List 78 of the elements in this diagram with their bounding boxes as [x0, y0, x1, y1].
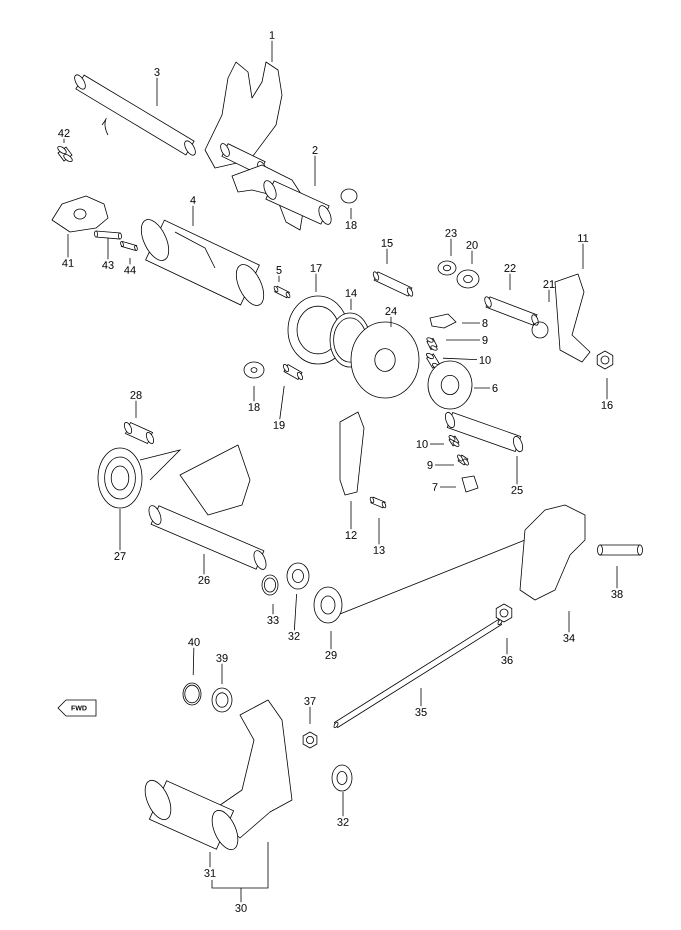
leader-line: [330, 630, 332, 650]
callout-number: 34: [563, 634, 575, 642]
callout-number: 23: [445, 229, 457, 237]
callout-number: 22: [504, 264, 516, 272]
leader-line: [350, 500, 352, 530]
callout-number: 28: [130, 391, 142, 399]
callout-number: 10: [416, 440, 428, 448]
callout-number: 24: [385, 307, 397, 315]
callout-number: 41: [62, 259, 74, 267]
callout-number: 5: [276, 266, 282, 274]
callout-number: 42: [58, 129, 70, 137]
leader-line: [156, 77, 158, 106]
leader-line: [279, 386, 285, 420]
leader-line: [314, 155, 316, 186]
callout-number: 2: [312, 146, 318, 154]
callout-number: 39: [216, 654, 228, 662]
callout-number: 36: [501, 656, 513, 664]
leader-line: [192, 205, 194, 226]
callout-number: 43: [102, 261, 114, 269]
callout-number: 35: [415, 708, 427, 716]
leader-line: [378, 518, 380, 545]
leader-line: [548, 289, 550, 302]
callout-number: 18: [346, 221, 357, 229]
callout-number: 26: [198, 576, 210, 584]
leader-line: [350, 298, 352, 310]
callout-number: 31: [204, 869, 216, 877]
callout-number: 18: [248, 403, 260, 411]
callout-number: 40: [188, 638, 200, 646]
callout-number: 32: [337, 818, 349, 826]
leader-line: [516, 456, 518, 485]
callout-number: 11: [578, 234, 588, 242]
callout-number: 20: [466, 241, 478, 249]
leader-line: [450, 238, 452, 256]
leader-line: [192, 647, 194, 676]
leader-line: [440, 486, 456, 488]
callout-number: 6: [492, 384, 498, 392]
callout-number: 38: [611, 590, 623, 598]
callout-number: 27: [114, 552, 126, 560]
leader-line: [212, 842, 268, 903]
callout-number: 3: [154, 68, 160, 76]
callout-number: 33: [267, 616, 279, 624]
leader-line: [442, 358, 478, 360]
callout-number: 13: [374, 546, 385, 554]
callout-number: 25: [511, 486, 523, 494]
callout-number: 30: [235, 904, 247, 912]
callout-number: 12: [346, 531, 357, 539]
callout-number: 44: [124, 266, 136, 274]
callout-number: 37: [304, 697, 316, 705]
leader-line: [342, 792, 344, 817]
callout-number: 1: [270, 31, 275, 39]
leader-line: [294, 594, 297, 631]
leader-line: [390, 316, 392, 328]
leader-line: [386, 248, 388, 264]
leader-line: [278, 275, 280, 282]
callout-number: 17: [310, 264, 322, 272]
callout-number: 9: [427, 461, 433, 469]
leader-line: [434, 464, 454, 466]
callout-number: 4: [190, 196, 196, 204]
callout-number: 32: [288, 632, 300, 640]
callout-number: 16: [602, 401, 613, 409]
callout-number: 7: [432, 483, 438, 491]
leader-line: [616, 566, 618, 589]
leader-line: [582, 243, 584, 270]
leader-line: [420, 688, 422, 707]
callout-number: 9: [482, 336, 488, 344]
callout-number: 19: [274, 421, 285, 429]
leader-line: [506, 638, 508, 655]
leader-line: [462, 322, 480, 324]
leader-line: [272, 604, 274, 615]
leader-line: [568, 610, 570, 633]
callout-number: 21: [543, 280, 555, 288]
leader-line: [350, 208, 352, 220]
callout-number: 14: [346, 289, 357, 297]
callout-number: 8: [482, 319, 488, 327]
callout-number: 10: [480, 356, 491, 364]
callout-number: 15: [382, 239, 393, 247]
leader-line: [606, 378, 608, 400]
callout-number: 29: [325, 651, 337, 659]
